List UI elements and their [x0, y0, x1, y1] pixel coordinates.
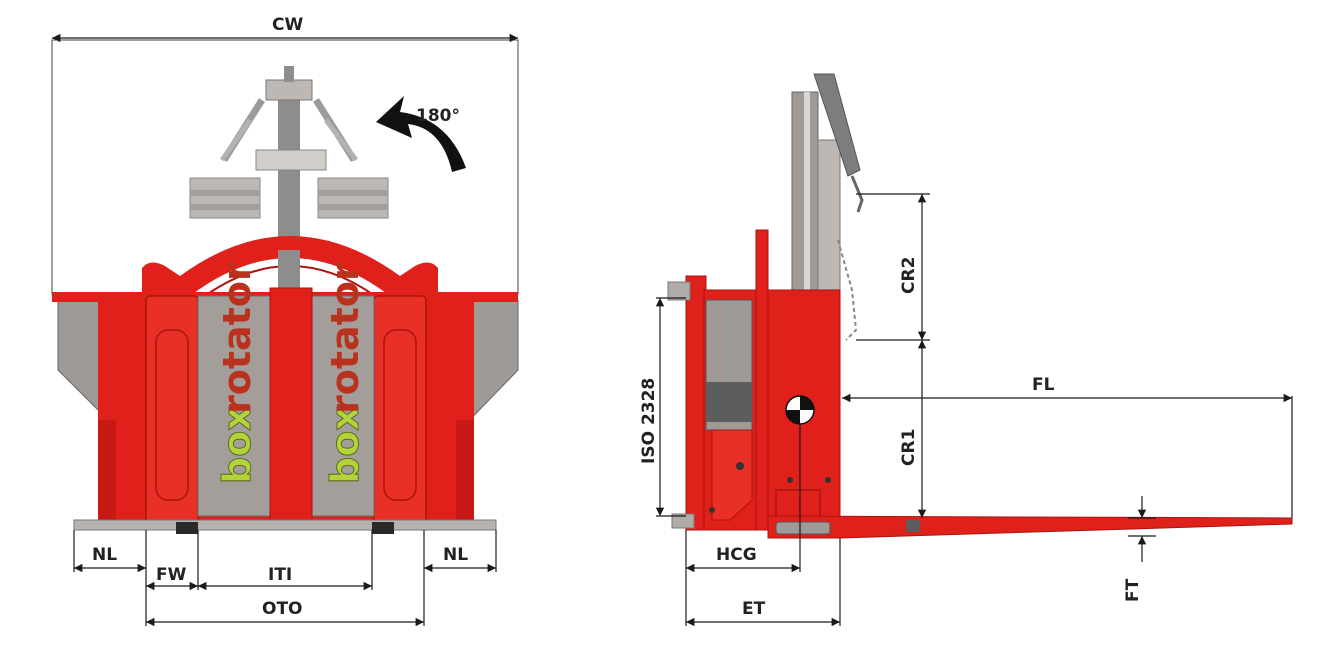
dim-fw: FW: [156, 565, 187, 585]
dim-hcg: HCG: [716, 545, 757, 565]
rotated-arm-side: [791, 73, 864, 341]
svg-text:box: box: [323, 406, 367, 484]
base-plate: [73, 519, 497, 531]
dim-iso-2328: ISO 2328: [639, 378, 659, 464]
dim-et: ET: [742, 599, 766, 619]
dim-cr2: CR2: [899, 257, 919, 294]
rotated-pad-right: [317, 177, 389, 219]
right-clamp-pad: [311, 295, 375, 517]
dim-nl-right: NL: [443, 545, 468, 565]
dim-cr1: CR1: [899, 429, 919, 466]
svg-text:box: box: [215, 406, 259, 484]
svg-text:rotator: rotator: [323, 262, 367, 414]
rotated-pad-left: [189, 177, 261, 219]
left-clamp-pad: [197, 295, 273, 517]
center-of-gravity-icon: [785, 395, 815, 425]
dim-iti: ITI: [268, 565, 292, 585]
back-plate: [755, 229, 769, 531]
dim-fl: FL: [1032, 375, 1055, 395]
brand-logo-right: box rotator: [323, 262, 368, 484]
brand-logo-left: box rotator: [215, 262, 260, 484]
svg-text:rotator: rotator: [215, 262, 259, 414]
fork: [767, 515, 1293, 539]
center-column: [269, 287, 313, 521]
dim-nl-left: NL: [92, 545, 117, 565]
rotated-clamp: [189, 66, 389, 312]
carriage-plate: [685, 275, 707, 531]
rotation-label: 180°: [416, 106, 460, 126]
dim-ft: FT: [1123, 578, 1143, 602]
rotation-arrow-icon: [376, 96, 466, 172]
dim-cw: CW: [272, 15, 303, 35]
dim-oto: OTO: [262, 599, 303, 619]
front-view: box rotator box rotator 180° CW NL FW IT…: [51, 15, 519, 627]
side-view: CR2 CR1 FL ISO 2328 HCG ET FT: [639, 73, 1293, 627]
